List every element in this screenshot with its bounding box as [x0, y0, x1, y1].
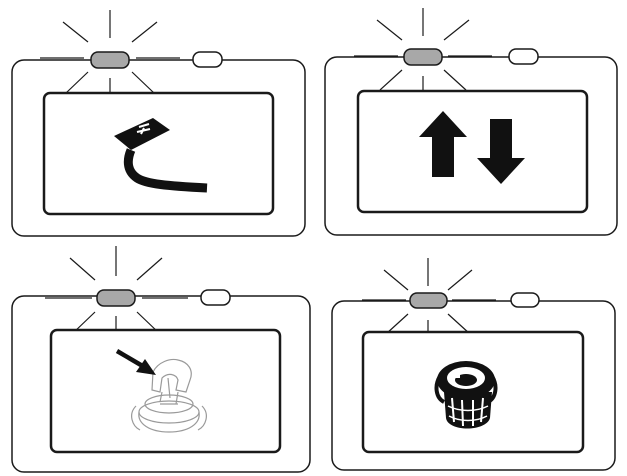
panel-4-lit-led [410, 293, 447, 308]
panel-1-display [44, 93, 273, 214]
panel-1-unlit-led [193, 52, 222, 67]
panel-1 [12, 10, 305, 236]
panel-2-lit-led [404, 49, 442, 65]
panel-2-display [358, 91, 587, 212]
panel-2-unlit-led [509, 49, 538, 64]
panel-2 [325, 8, 617, 235]
panel-3-unlit-led [201, 290, 230, 305]
panel-3-display [51, 330, 280, 452]
panel-4 [332, 258, 615, 470]
panel-3 [12, 246, 310, 472]
panel-1-lit-led [91, 52, 129, 68]
panel-4-unlit-led [511, 293, 539, 307]
panel-3-lit-led [97, 290, 135, 306]
